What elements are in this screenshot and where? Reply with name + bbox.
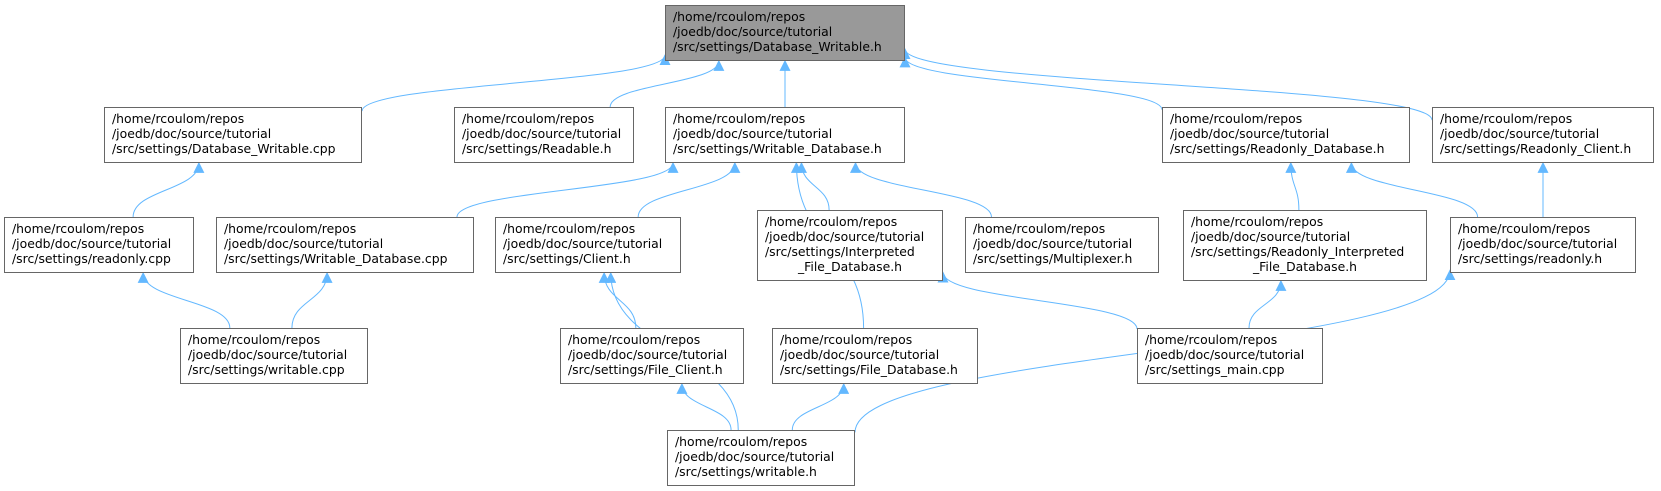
- node-line: /home/rcoulom/repos: [1145, 332, 1278, 347]
- node-line: /home/rcoulom/repos: [462, 111, 595, 126]
- node-line: /src/settings/Client.h: [503, 251, 631, 266]
- node-line: /joedb/doc/source/tutorial: [503, 236, 663, 251]
- node-line: /src/settings/Readonly_Interpreted: [1191, 244, 1405, 259]
- edge-n_w_cpp-to-n_wd_cpp: [291, 271, 333, 329]
- node-line: /joedb/doc/source/tutorial: [1191, 229, 1351, 244]
- node-line: /joedb/doc/source/tutorial: [973, 236, 1133, 251]
- node-line: /src/settings/Writable_Database.cpp: [224, 251, 448, 266]
- node-line: /home/rcoulom/repos: [12, 221, 145, 236]
- node-line: /joedb/doc/source/tutorial: [675, 449, 835, 464]
- node-line: /home/rcoulom/repos: [188, 332, 321, 347]
- node-writable-database-h[interactable]: /home/rcoulom/repos /joedb/doc/source/tu…: [665, 107, 905, 163]
- node-readable-h[interactable]: /home/rcoulom/repos /joedb/doc/source/tu…: [454, 107, 634, 163]
- node-database-writable-cpp[interactable]: /home/rcoulom/repos /joedb/doc/source/tu…: [104, 107, 362, 163]
- node-line: _File_Database.h: [797, 259, 903, 274]
- node-line: /joedb/doc/source/tutorial: [765, 229, 925, 244]
- node-file-client-h[interactable]: /home/rcoulom/repos /joedb/doc/source/tu…: [560, 328, 744, 384]
- node-readonly-h[interactable]: /home/rcoulom/repos /joedb/doc/source/tu…: [1450, 217, 1636, 273]
- node-line: /src/settings/readonly.h: [1458, 251, 1603, 266]
- edge-n_main-to-n_rifd_h: [1248, 279, 1287, 329]
- node-database-writable-h[interactable]: /home/rcoulom/repos /joedb/doc/source/tu…: [665, 5, 905, 61]
- node-line: /home/rcoulom/repos: [112, 111, 245, 126]
- node-line: /home/rcoulom/repos: [780, 332, 913, 347]
- edge-n_rod_h-to-n_dw_h: [899, 56, 1163, 110]
- node-line: /joedb/doc/source/tutorial: [568, 347, 728, 362]
- edge-n_main-to-n_ifd_h: [937, 271, 1138, 330]
- node-line: /joedb/doc/source/tutorial: [673, 126, 833, 141]
- node-line: /home/rcoulom/repos: [673, 9, 806, 24]
- node-line: /home/rcoulom/repos: [765, 214, 898, 229]
- node-line: /joedb/doc/source/tutorial: [12, 236, 172, 251]
- node-line: /joedb/doc/source/tutorial: [780, 347, 940, 362]
- node-readonly-client-h[interactable]: /home/rcoulom/repos /joedb/doc/source/tu…: [1432, 107, 1654, 163]
- node-interpreted-file-database-h[interactable]: /home/rcoulom/repos /joedb/doc/source/tu…: [757, 210, 943, 281]
- node-line: /home/rcoulom/repos: [224, 221, 357, 236]
- node-writable-database-cpp[interactable]: /home/rcoulom/repos /joedb/doc/source/tu…: [216, 217, 474, 273]
- node-readonly-interpreted-file-database-h[interactable]: /home/rcoulom/repos /joedb/doc/source/tu…: [1183, 210, 1427, 281]
- node-file-database-h[interactable]: /home/rcoulom/repos /joedb/doc/source/tu…: [772, 328, 978, 384]
- edge-n_w_h-to-n_fc_h: [676, 382, 732, 431]
- node-line: /src/settings/File_Client.h: [568, 362, 723, 377]
- node-line: /joedb/doc/source/tutorial: [188, 347, 348, 362]
- node-line: /src/settings/writable.cpp: [188, 362, 345, 377]
- node-line: _File_Database.h: [1252, 259, 1358, 274]
- edge-n_w_h-to-n_fd_h: [791, 382, 850, 431]
- edge-n_ifd_h-to-n_wd_h: [795, 161, 830, 211]
- node-line: /src/settings/Multiplexer.h: [973, 251, 1133, 266]
- edge-n_dw_cpp-to-n_dw_h: [361, 54, 671, 112]
- node-line: /src/settings/Readonly_Client.h: [1440, 141, 1632, 156]
- edge-n_cl_h-to-n_wd_h: [637, 161, 741, 218]
- node-line: /home/rcoulom/repos: [1458, 221, 1591, 236]
- node-multiplexer-h[interactable]: /home/rcoulom/repos /joedb/doc/source/tu…: [965, 217, 1159, 273]
- edge-n_ro_cpp-to-n_dw_cpp: [132, 161, 205, 218]
- node-line: /home/rcoulom/repos: [673, 111, 806, 126]
- node-line: /src/settings/Readonly_Database.h: [1170, 141, 1385, 156]
- edge-n_ro_h-to-n_rod_h: [1345, 161, 1479, 218]
- node-line: /joedb/doc/source/tutorial: [1458, 236, 1618, 251]
- node-line: /joedb/doc/source/tutorial: [1170, 126, 1330, 141]
- node-line: /joedb/doc/source/tutorial: [1145, 347, 1305, 362]
- node-line: /joedb/doc/source/tutorial: [462, 126, 622, 141]
- edge-n_fc_h-to-n_cl_h: [598, 271, 637, 329]
- node-line: /src/settings/Interpreted: [765, 244, 915, 259]
- node-line: /src/settings/writable.h: [675, 464, 817, 479]
- node-line: /home/rcoulom/repos: [568, 332, 701, 347]
- node-line: /src/settings/Database_Writable.h: [673, 39, 882, 54]
- node-writable-h[interactable]: /home/rcoulom/repos /joedb/doc/source/tu…: [667, 430, 855, 486]
- node-line: /home/rcoulom/repos: [1440, 111, 1573, 126]
- node-line: /home/rcoulom/repos: [675, 434, 808, 449]
- node-line: /src/settings/Readable.h: [462, 141, 612, 156]
- node-readonly-cpp[interactable]: /home/rcoulom/repos /joedb/doc/source/tu…: [4, 217, 194, 273]
- node-line: /src/settings_main.cpp: [1145, 362, 1285, 377]
- node-writable-cpp[interactable]: /home/rcoulom/repos /joedb/doc/source/tu…: [180, 328, 368, 384]
- edge-n_mux_h-to-n_wd_h: [850, 161, 992, 218]
- node-line: /src/settings/Database_Writable.cpp: [112, 141, 336, 156]
- node-line: /home/rcoulom/repos: [973, 221, 1106, 236]
- edge-n_wd_cpp-to-n_wd_h: [456, 161, 679, 218]
- node-line: /src/settings/readonly.cpp: [12, 251, 171, 266]
- node-line: /joedb/doc/source/tutorial: [1440, 126, 1600, 141]
- node-line: /joedb/doc/source/tutorial: [673, 24, 833, 39]
- node-line: /home/rcoulom/repos: [1170, 111, 1303, 126]
- node-settings-main-cpp[interactable]: /home/rcoulom/repos /joedb/doc/source/tu…: [1137, 328, 1323, 384]
- node-client-h[interactable]: /home/rcoulom/repos /joedb/doc/source/tu…: [495, 217, 681, 273]
- node-line: /src/settings/Writable_Database.h: [673, 141, 882, 156]
- node-readonly-database-h[interactable]: /home/rcoulom/repos /joedb/doc/source/tu…: [1162, 107, 1410, 163]
- node-line: /src/settings/File_Database.h: [780, 362, 958, 377]
- node-line: /joedb/doc/source/tutorial: [112, 126, 272, 141]
- edge-n_w_cpp-to-n_ro_cpp: [137, 271, 231, 329]
- edge-n_rifd_h-to-n_rod_h: [1285, 161, 1300, 211]
- edge-n_read_h-to-n_dw_h: [609, 59, 725, 108]
- node-line: /home/rcoulom/repos: [1191, 214, 1324, 229]
- node-line: /joedb/doc/source/tutorial: [224, 236, 384, 251]
- node-line: /home/rcoulom/repos: [503, 221, 636, 236]
